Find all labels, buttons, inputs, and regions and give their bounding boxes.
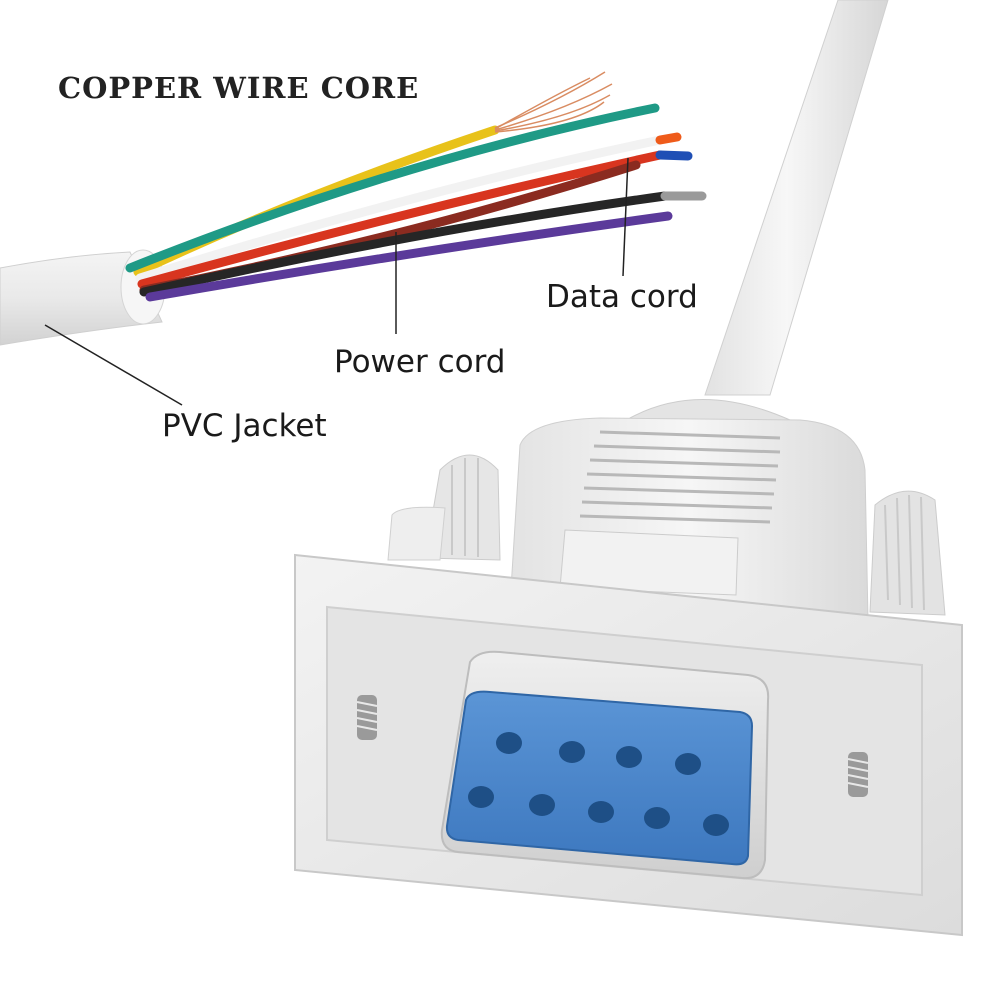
pvc-jacket-pointer xyxy=(44,324,183,406)
data-cord-pointer xyxy=(622,157,629,277)
pointer-lines xyxy=(44,157,629,406)
hood-ridges xyxy=(579,430,781,524)
power-cord-label: Power cord xyxy=(334,344,506,380)
db9-shell xyxy=(440,650,770,880)
left-standoff-icon xyxy=(356,695,378,740)
connector-hood xyxy=(387,399,946,621)
right-standoff-icon xyxy=(847,752,869,797)
copper-strands xyxy=(494,71,613,133)
connector-cable xyxy=(704,0,889,396)
copper-wire-core-label: COPPER WIRE CORE xyxy=(58,71,420,105)
left-thumb-screw-icon xyxy=(424,454,501,561)
data-cord-label: Data cord xyxy=(546,279,698,315)
pvc-jacket-label: PVC Jacket xyxy=(162,408,327,444)
right-thumb-screw-icon xyxy=(869,490,946,616)
inner-wires xyxy=(125,103,707,302)
db9-socket-face xyxy=(445,690,754,866)
db9-pins xyxy=(468,732,729,836)
